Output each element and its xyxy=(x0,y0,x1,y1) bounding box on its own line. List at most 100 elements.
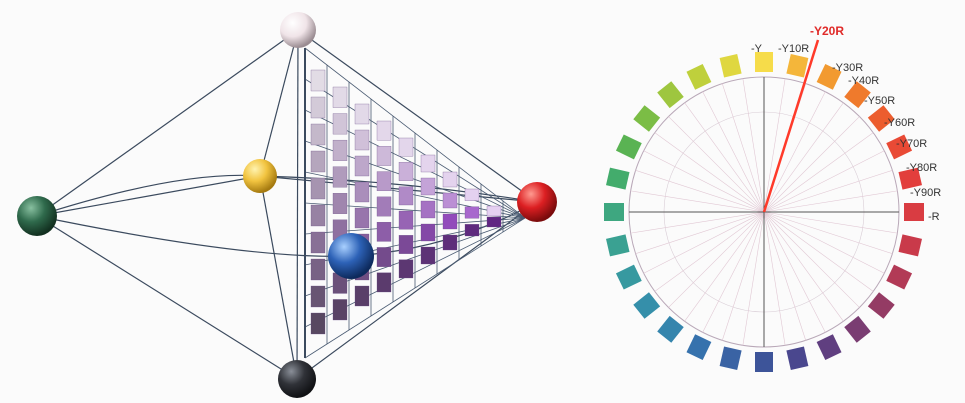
hue-swatch xyxy=(615,264,642,290)
yellow-pole xyxy=(243,159,277,193)
hue-spoke xyxy=(742,211,765,346)
nuance-swatch-grid xyxy=(310,69,502,335)
hue-label: -Y80R xyxy=(906,162,937,174)
hue-label: -R xyxy=(928,211,940,223)
hue-spoke xyxy=(763,116,860,213)
nuance-swatch xyxy=(420,223,436,242)
hue-ring xyxy=(604,52,924,372)
nuance-swatch xyxy=(310,177,326,200)
nuance-swatch xyxy=(354,285,370,307)
nuance-swatch xyxy=(354,155,370,177)
hue-spoke xyxy=(721,211,765,341)
nuance-swatch xyxy=(376,120,392,141)
nuance-swatch xyxy=(398,210,414,230)
ncs-color-solid xyxy=(17,12,557,398)
hue-swatch xyxy=(657,315,684,343)
hue-spoke xyxy=(643,150,765,213)
wire-edge xyxy=(36,215,298,380)
hue-label: -Y xyxy=(751,43,763,55)
hue-swatch xyxy=(816,63,842,90)
hue-swatch xyxy=(633,105,661,132)
nuance-swatch xyxy=(332,193,348,214)
nuance-swatch xyxy=(442,192,458,209)
hue-swatch xyxy=(886,264,913,290)
wire-edge xyxy=(259,175,538,203)
nuance-swatch xyxy=(398,259,414,279)
nuance-swatch xyxy=(354,129,370,151)
hue-spoke xyxy=(763,78,786,213)
hue-spoke xyxy=(702,211,765,333)
hue-spoke xyxy=(763,211,786,346)
nuance-swatch xyxy=(310,69,326,92)
hue-spoke xyxy=(635,169,765,213)
nuance-swatch xyxy=(310,96,326,119)
hue-swatch xyxy=(904,203,924,221)
hue-labels: -Y-Y10R-Y20R-Y30R-Y40R-Y50R-Y60R-Y70R-Y8… xyxy=(751,24,941,223)
hue-swatch xyxy=(606,167,630,190)
hue-spoke xyxy=(630,211,765,234)
hue-spoke xyxy=(763,211,807,341)
hue-swatch xyxy=(786,54,809,78)
hue-spoke xyxy=(763,211,826,333)
hue-spoke xyxy=(668,211,765,308)
hue-swatch xyxy=(657,81,684,109)
hue-spoke xyxy=(630,190,765,213)
hue-label: -Y30R xyxy=(832,62,863,74)
hue-spoke xyxy=(763,150,885,213)
ncs-hue-circle: -Y-Y10R-Y20R-Y30R-Y40R-Y50R-Y60R-Y70R-Y8… xyxy=(604,24,941,372)
nuance-swatch xyxy=(310,123,326,146)
hue-label: -Y70R xyxy=(896,138,927,150)
hue-swatch xyxy=(719,54,742,78)
nuance-swatch xyxy=(332,299,348,321)
wire-edge xyxy=(36,175,261,217)
nuance-swatch xyxy=(310,258,326,281)
hue-spoke xyxy=(684,102,765,213)
nuance-swatch xyxy=(310,204,326,227)
red-pole xyxy=(517,182,557,222)
hue-swatch xyxy=(844,315,871,343)
hue-spoke xyxy=(684,211,765,322)
wire-equator-front xyxy=(36,201,538,257)
hue-swatch xyxy=(686,63,712,90)
hue-swatch xyxy=(886,134,913,160)
black-pole xyxy=(278,360,316,398)
nuance-swatch xyxy=(354,103,370,125)
nuance-swatch xyxy=(442,171,458,188)
hue-spokes xyxy=(629,77,899,347)
hue-swatch xyxy=(755,352,773,372)
hue-swatch xyxy=(844,81,871,109)
nuance-swatch xyxy=(398,137,414,157)
hue-spoke xyxy=(654,132,765,213)
nuance-swatch xyxy=(376,171,392,192)
nuance-swatch xyxy=(442,234,458,251)
nuance-swatch xyxy=(310,231,326,254)
white-pole xyxy=(280,12,316,48)
hue-spoke xyxy=(763,102,844,213)
hue-swatch xyxy=(786,346,809,370)
nuance-swatch xyxy=(376,146,392,166)
nuance-swatch xyxy=(332,113,348,135)
nuance-swatch xyxy=(354,181,370,203)
wire-edge xyxy=(259,29,299,177)
nuance-swatch xyxy=(332,166,348,188)
hue-spoke xyxy=(763,190,898,213)
hue-label: -Y90R xyxy=(910,187,941,199)
hue-label: -Y60R xyxy=(884,117,915,129)
hue-spoke xyxy=(654,211,765,292)
blue-pole xyxy=(328,233,374,279)
hue-indicator-line xyxy=(762,39,820,213)
hue-label: -Y20R xyxy=(810,24,844,38)
wire-edge xyxy=(297,29,538,203)
hue-swatch xyxy=(719,346,742,370)
nuance-swatch xyxy=(420,154,436,173)
hue-label: -Y40R xyxy=(848,75,879,87)
hue-spoke xyxy=(763,169,893,213)
hue-swatch xyxy=(755,52,773,72)
nuance-swatch xyxy=(376,221,392,242)
nuance-swatch xyxy=(486,205,502,217)
nuance-swatch xyxy=(310,150,326,173)
hue-swatch xyxy=(604,203,624,221)
hue-swatch xyxy=(686,334,712,361)
hue-swatch xyxy=(606,234,630,257)
